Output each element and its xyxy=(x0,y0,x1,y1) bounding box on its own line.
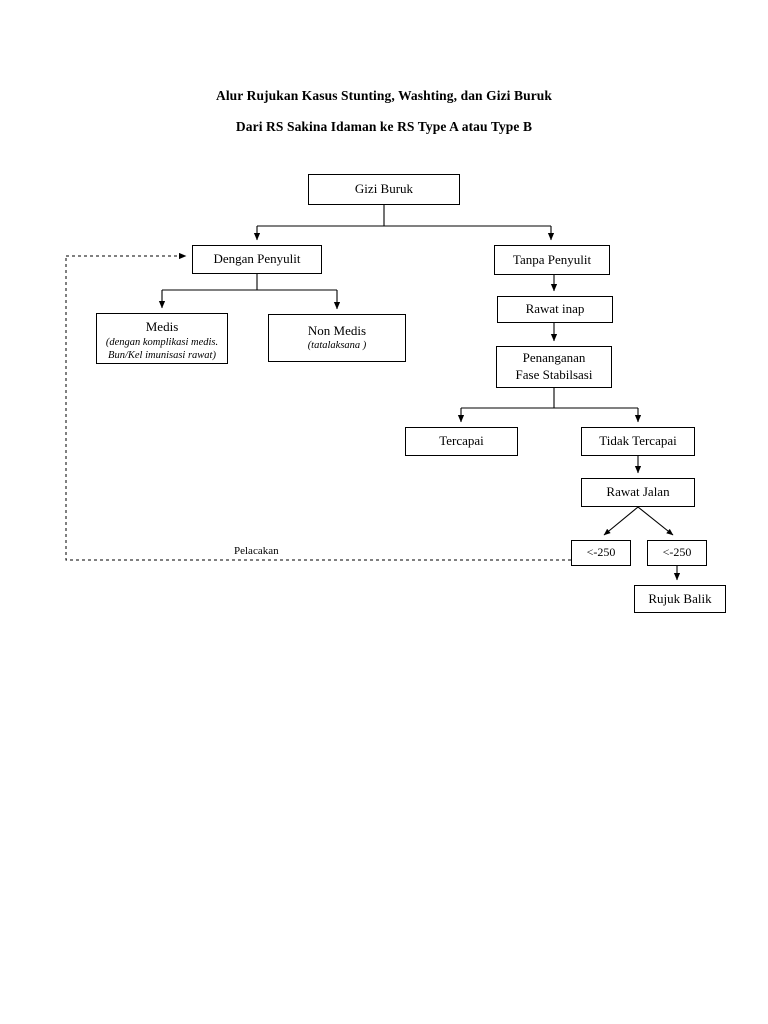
node-label: Non Medis xyxy=(307,322,367,338)
node-label: Rawat inap xyxy=(525,301,585,317)
node-label: Medis xyxy=(145,319,179,334)
node-label-line-2: Fase Stabilsasi xyxy=(515,367,593,382)
node-label: <-250 xyxy=(586,545,616,560)
node-label: Rawat Jalan xyxy=(606,484,670,500)
edge-to-kurang-250-b xyxy=(637,506,674,536)
node-tidak-tercapai[interactable]: Tidak Tercapai xyxy=(581,427,695,456)
node-label: Tercapai xyxy=(439,433,484,449)
edge-label-pelacakan: Pelacakan xyxy=(234,545,279,557)
node-label: <-250 xyxy=(662,545,692,560)
node-dengan-penyulit[interactable]: Dengan Penyulit xyxy=(192,245,322,274)
node-penanganan-fase-stabilsasi[interactable]: Penanganan Fase Stabilsasi xyxy=(496,346,612,388)
node-gizi-buruk[interactable]: Gizi Buruk xyxy=(308,174,460,205)
node-sublabel: (tatalaksana ) xyxy=(307,340,367,352)
node-rawat-inap[interactable]: Rawat inap xyxy=(497,296,613,323)
node-label: Rujuk Balik xyxy=(648,590,712,606)
node-kurang-250-right[interactable]: <-250 xyxy=(647,540,707,566)
node-sublabel-1: (dengan komplikasi medis. xyxy=(105,336,219,348)
node-kurang-250-left[interactable]: <-250 xyxy=(571,540,631,566)
edge-pelacakan-path xyxy=(65,256,571,561)
node-label: Tanpa Penyulit xyxy=(512,251,592,267)
page-title-line-2: Dari RS Sakina Idaman ke RS Type A atau … xyxy=(235,119,533,134)
node-tercapai[interactable]: Tercapai xyxy=(405,427,518,456)
node-non-medis[interactable]: Non Medis (tatalaksana ) xyxy=(268,314,406,362)
node-label: Gizi Buruk xyxy=(354,181,414,197)
edge-to-kurang-250-a xyxy=(603,506,639,536)
node-label: Dengan Penyulit xyxy=(213,251,301,267)
node-sublabel-2: Bun/Kel imunisasi rawat) xyxy=(108,350,216,362)
node-rujuk-balik[interactable]: Rujuk Balik xyxy=(634,585,726,613)
page-title-line-1: Alur Rujukan Kasus Stunting, Washting, d… xyxy=(215,88,553,103)
node-tanpa-penyulit[interactable]: Tanpa Penyulit xyxy=(494,245,610,275)
node-label: Tidak Tercapai xyxy=(599,433,677,449)
node-label-line-1: Penanganan xyxy=(522,350,586,366)
node-rawat-jalan[interactable]: Rawat Jalan xyxy=(581,478,695,507)
node-medis[interactable]: Medis (dengan komplikasi medis. Bun/Kel … xyxy=(96,313,228,364)
